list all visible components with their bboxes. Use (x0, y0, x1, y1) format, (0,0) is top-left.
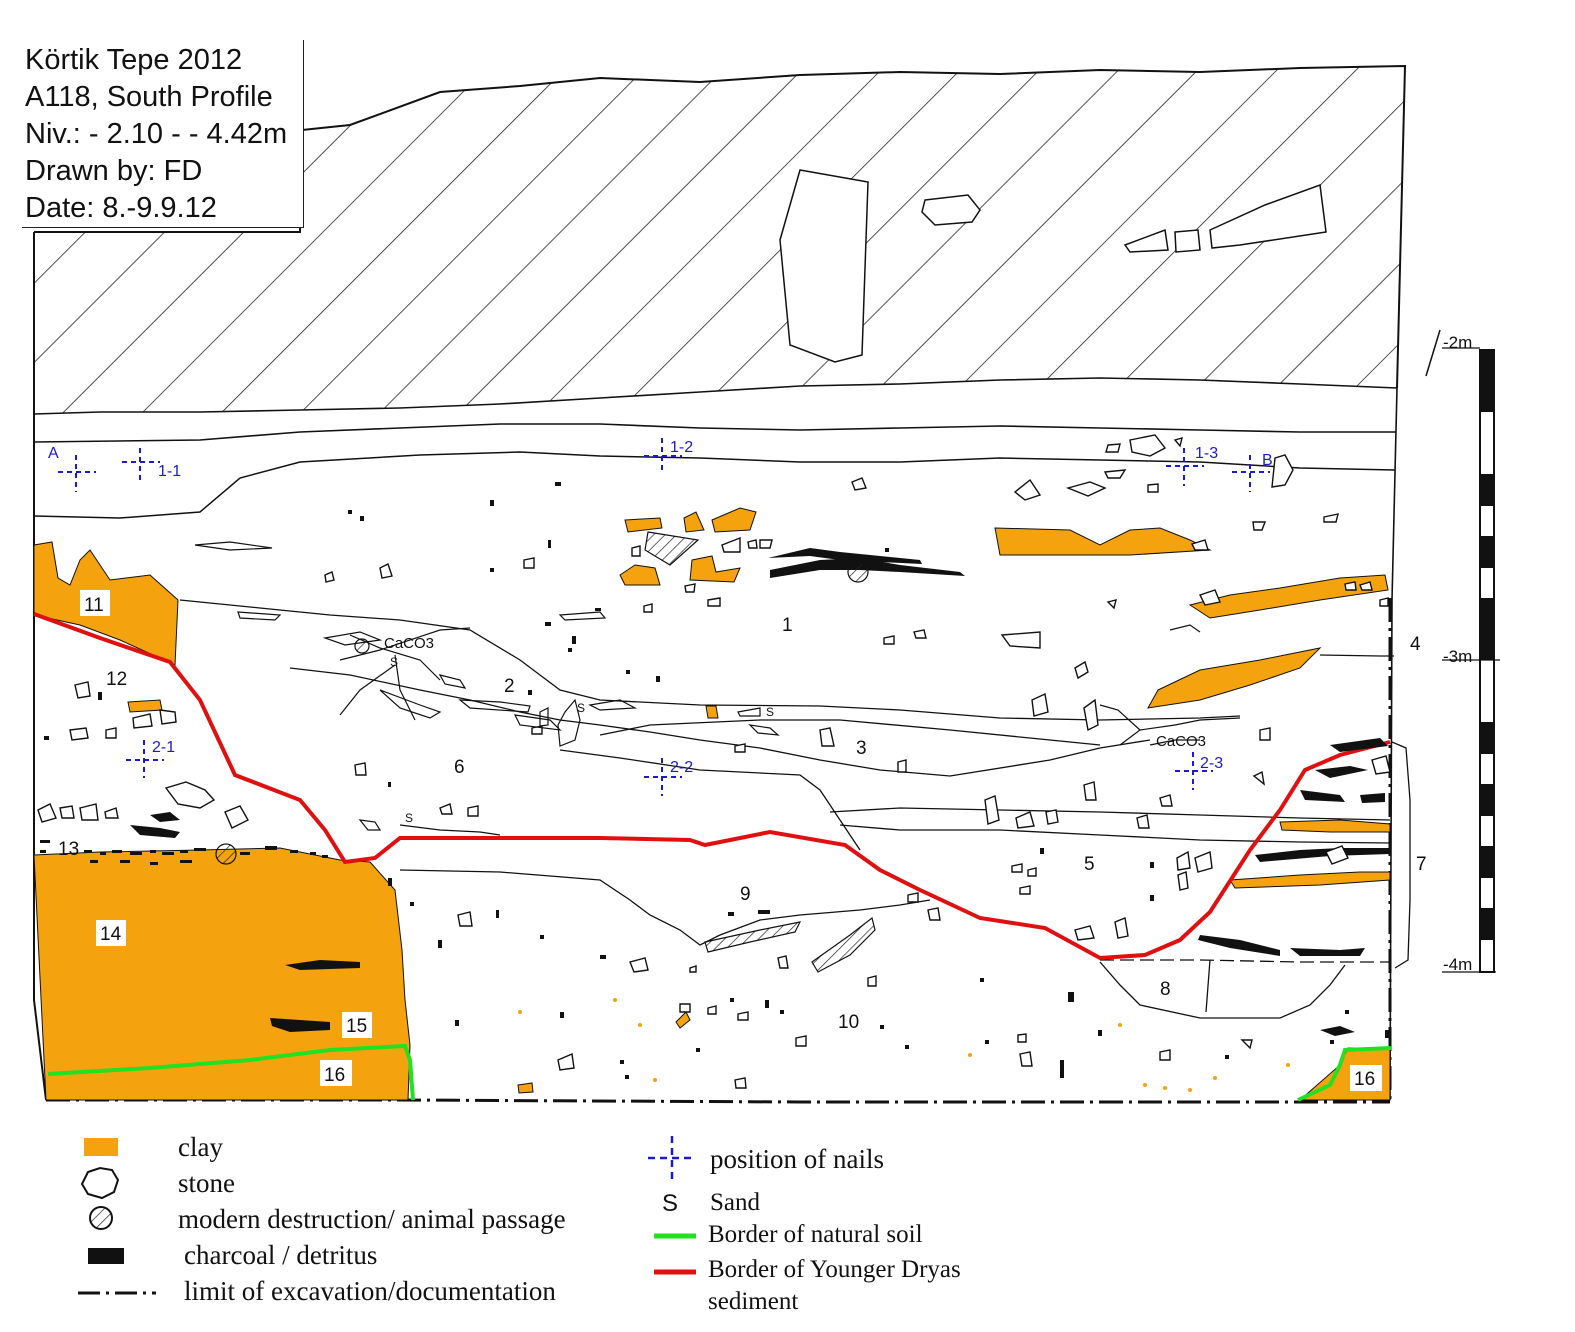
caco3-label-2: CaCO3 (1156, 733, 1206, 750)
sand-mark: S (766, 705, 774, 719)
nail-label-2-1: 2-1 (152, 739, 175, 756)
drawn-by: Drawn by: FD (25, 155, 203, 187)
nail-label-B: B (1262, 452, 1273, 469)
layer-label-7: 7 (1416, 854, 1427, 875)
legend-clay-swatch (84, 1138, 118, 1156)
clay-specks (518, 998, 1290, 1092)
scale-label-4m: -4m (1443, 955, 1472, 974)
nail-label-1-3: 1-3 (1195, 445, 1218, 462)
layer-label-8: 8 (1160, 979, 1171, 1000)
drawing-info-box: Körtik Tepe 2012 A118, South Profile Niv… (22, 40, 304, 228)
legend-nails-label: position of nails (710, 1144, 884, 1174)
nail-label-2-2: 2-2 (670, 759, 693, 776)
legend-natural-soil-label: Border of natural soil (708, 1221, 923, 1248)
stones (37, 434, 1391, 1089)
layer-boundaries (179, 599, 1411, 1019)
sand-mark: S (577, 701, 585, 715)
layer-label-6: 6 (454, 757, 465, 778)
legend-younger-dryas-label-2: sediment (708, 1288, 799, 1315)
natural-soil-border (47, 1043, 1393, 1102)
legend-sand-symbol: S (662, 1190, 679, 1217)
younger-dryas-border (33, 612, 1391, 961)
modern-destruction-lenses (215, 531, 876, 973)
legend-symbols (78, 1136, 696, 1295)
sand-mark: S (390, 655, 398, 669)
layer-label-4: 4 (1410, 634, 1421, 655)
layer-label-14: 14 (100, 924, 122, 945)
dashed-line-8 (1100, 959, 1390, 963)
layer-label-9: 9 (740, 884, 751, 905)
nail-markers (58, 438, 1270, 796)
nail-labels: A 1-1 1-2 1-3 B 2-1 2-2 2-3 (48, 439, 1273, 776)
level-range: Niv.: - 2.10 - - 4.42m (25, 118, 288, 150)
caco3-label-1: CaCO3 (384, 635, 434, 652)
site-title: Körtik Tepe 2012 (25, 44, 243, 76)
nail-label-2-3: 2-3 (1200, 755, 1223, 772)
legend-nail-icon (648, 1136, 696, 1180)
layer-label-13: 13 (58, 839, 79, 860)
scale-label-3m: -3m (1443, 647, 1472, 666)
layer-label-1: 1 (782, 615, 793, 636)
nail-label-1-2: 1-2 (670, 439, 693, 456)
drawing-date: Date: 8.-9.9.12 (25, 192, 217, 224)
legend-modern-destruction-icon (89, 1206, 113, 1230)
lenses (194, 541, 1241, 836)
legend-stone-icon (80, 1166, 120, 1200)
legend-limit-label: limit of excavation/documentation (184, 1276, 556, 1306)
legend-charcoal-swatch (88, 1248, 124, 1264)
charcoal-deposits (130, 548, 1390, 1036)
profile-outline (33, 232, 1398, 1101)
layer-label-16-left: 16 (324, 1065, 345, 1086)
legend-stone-label: stone (178, 1168, 235, 1198)
layer-13-deposit (40, 840, 328, 865)
layer-label-16-right: 16 (1354, 1069, 1375, 1090)
legend-charcoal-label: charcoal / detritus (184, 1240, 378, 1270)
layer-label-12: 12 (106, 669, 127, 690)
layer-label-10: 10 (838, 1012, 859, 1033)
layer-label-15: 15 (346, 1016, 367, 1037)
clay-areas (33, 507, 1391, 1101)
depth-scale: -2m -3m -4m (1425, 329, 1500, 974)
layer-label-11: 11 (84, 595, 104, 616)
scale-label-2m: -2m (1443, 333, 1472, 352)
legend-sand-label: Sand (710, 1189, 760, 1216)
layer-labels: 11 1 2 3 4 5 6 7 8 9 10 12 13 14 15 16 1… (58, 590, 1427, 1091)
annotations: CaCO3 CaCO3 S S S S (384, 635, 1206, 825)
sand-mark: S (405, 811, 413, 825)
profile-title: A118, South Profile (25, 81, 273, 113)
charcoal-fragments (44, 482, 1389, 1079)
legend-clay-label: clay (178, 1132, 223, 1162)
nail-label-A: A (48, 445, 59, 462)
legend-modern-label: modern destruction/ animal passage (178, 1204, 566, 1234)
layer-label-5: 5 (1084, 854, 1095, 875)
layer-label-2: 2 (504, 676, 515, 697)
nail-label-1-1: 1-1 (158, 463, 181, 480)
layer-label-3: 3 (856, 738, 867, 759)
legend-younger-dryas-label: Border of Younger Dryas (708, 1256, 961, 1283)
